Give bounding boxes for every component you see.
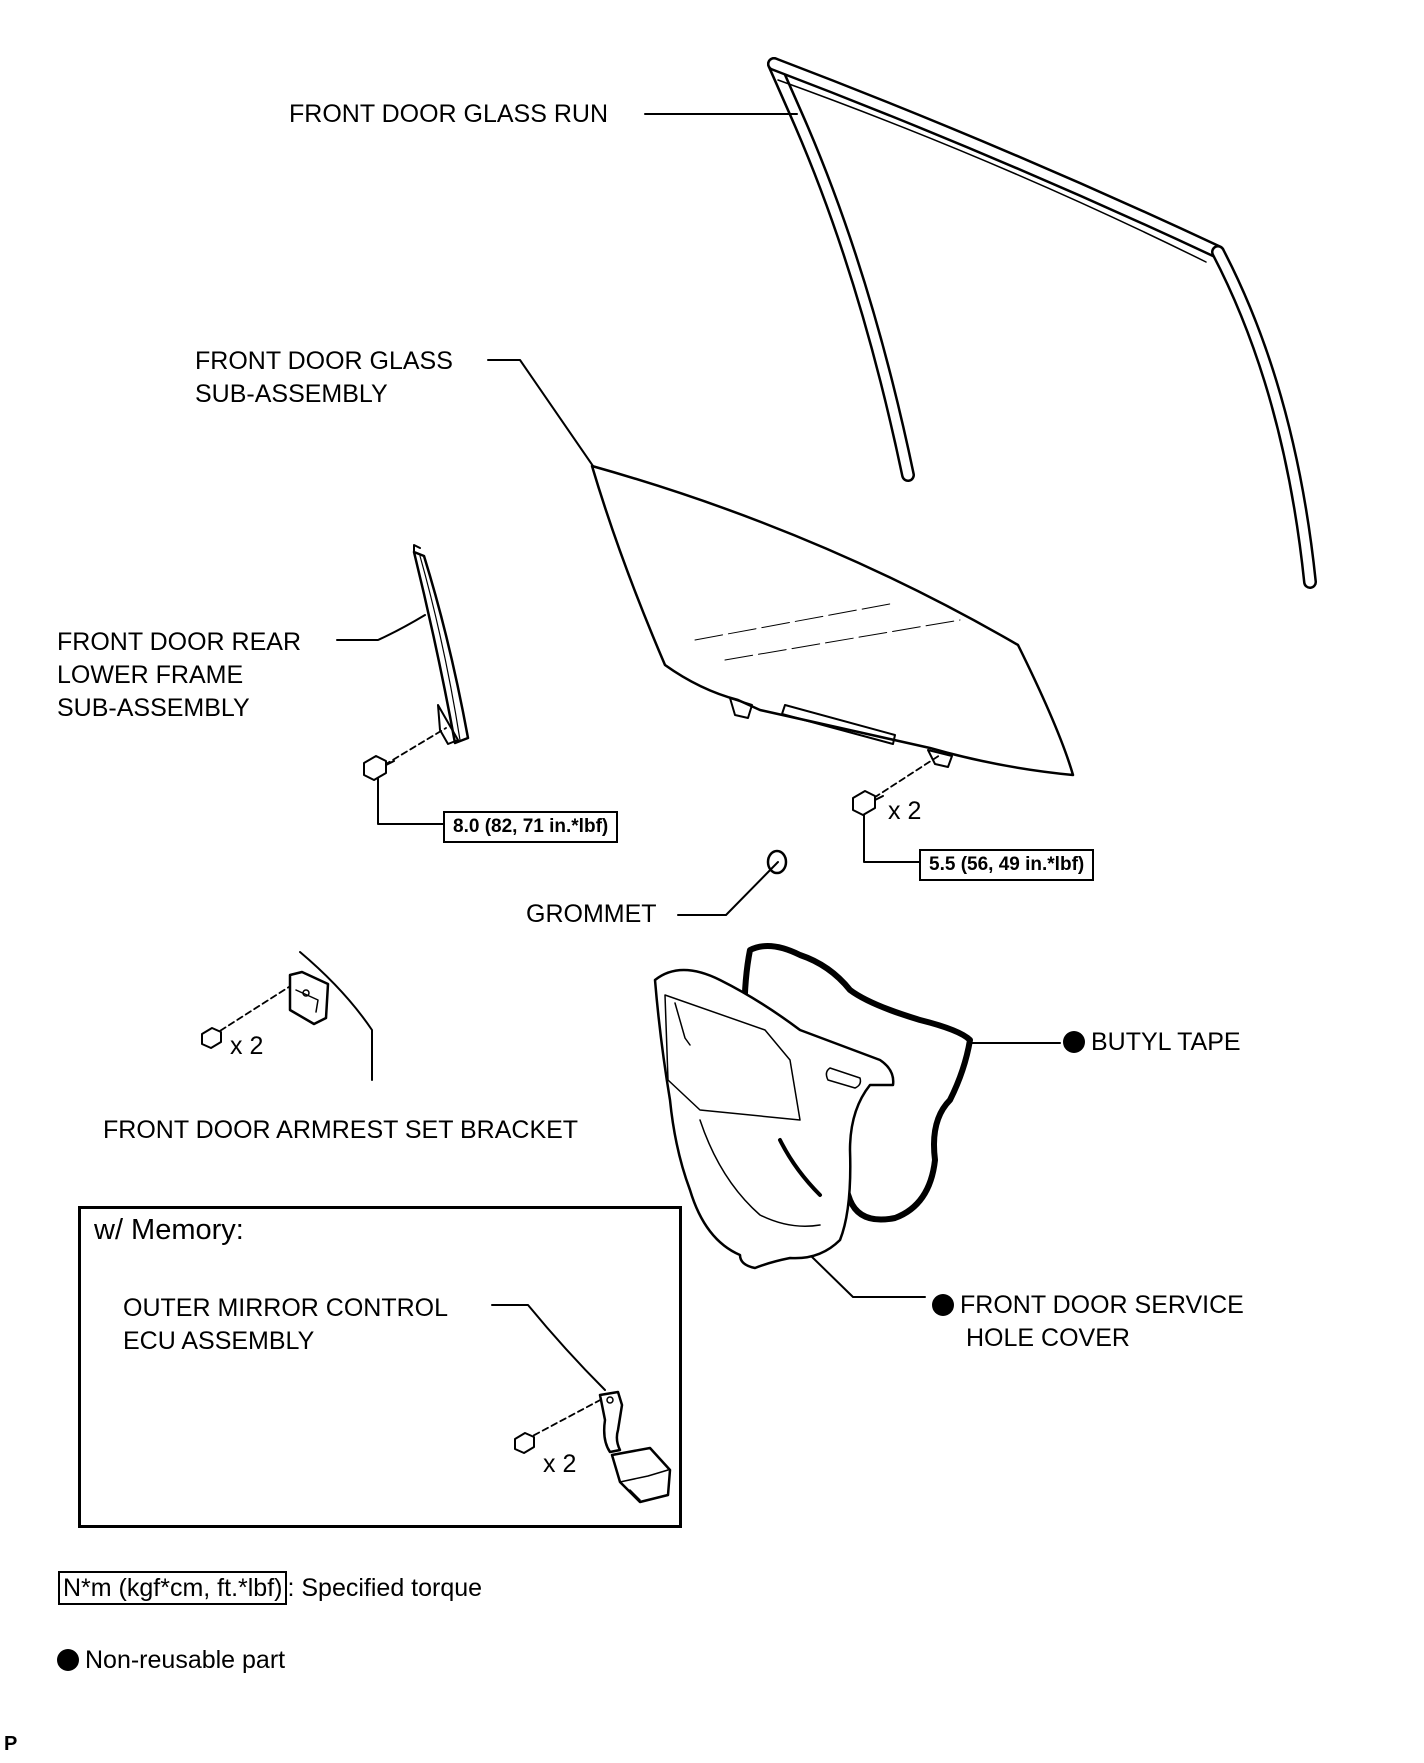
label-service-hole-cover-line2: HOLE COVER <box>966 1324 1130 1352</box>
grommet-part <box>766 849 788 875</box>
label-glass-run: FRONT DOOR GLASS RUN <box>289 100 609 128</box>
label-butyl-tape-text: BUTYL TAPE <box>1091 1028 1241 1056</box>
label-mirror-ecu-line1: OUTER MIRROR CONTROL <box>123 1294 448 1322</box>
label-service-hole-cover: FRONT DOOR SERVICE HOLE COVER <box>932 1289 1244 1355</box>
label-rear-lower-frame: FRONT DOOR REAR LOWER FRAME SUB-ASSEMBLY <box>57 626 301 725</box>
bolt-glass <box>852 790 884 816</box>
nonreusable-dot-icon <box>1063 1031 1085 1053</box>
qty-ecu-bolts: x 2 <box>543 1450 577 1478</box>
torque-glass: 5.5 (56, 49 in.*lbf) <box>919 849 1095 881</box>
leader-lines <box>299 113 1061 1391</box>
service-hole-cover-part <box>653 968 895 1270</box>
nonreusable-dot-icon <box>932 1294 954 1316</box>
bolt-bracket <box>201 1027 222 1049</box>
memory-box-title: w/ Memory: <box>94 1214 244 1246</box>
legend-nonreusable-text: Non-reusable part <box>85 1646 286 1674</box>
legend-nonreusable: Non-reusable part <box>57 1644 285 1677</box>
nonreusable-dot-icon <box>57 1649 79 1671</box>
label-mirror-ecu-line2: ECU ASSEMBLY <box>123 1327 315 1355</box>
label-service-hole-cover-text1: FRONT DOOR SERVICE <box>960 1291 1244 1319</box>
label-door-glass-line2: SUB-ASSEMBLY <box>195 380 388 408</box>
bolt-rear-frame <box>363 755 395 781</box>
label-grommet: GROMMET <box>526 900 657 928</box>
label-service-hole-cover-line1: FRONT DOOR SERVICE <box>932 1289 1244 1322</box>
label-rear-lower-frame-line1: FRONT DOOR REAR <box>57 628 301 656</box>
memory-option-box <box>78 1206 682 1528</box>
label-armrest-bracket: FRONT DOOR ARMREST SET BRACKET <box>103 1116 579 1144</box>
label-rear-lower-frame-line3: SUB-ASSEMBLY <box>57 694 250 722</box>
legend-torque-unit: N*m (kgf*cm, ft.*lbf) <box>58 1571 288 1605</box>
torque-rear-frame: 8.0 (82, 71 in.*lbf) <box>443 811 619 843</box>
label-butyl-tape: BUTYL TAPE <box>1063 1026 1241 1059</box>
rear-lower-frame-part <box>412 544 470 745</box>
corner-mark: P <box>4 1733 18 1755</box>
dashed-bolt-paths <box>211 727 941 1441</box>
mirror-ecu-part <box>598 1390 672 1504</box>
legend-torque-text: : Specified torque <box>287 1574 483 1602</box>
legend-torque: N*m (kgf*cm, ft.*lbf): Specified torque <box>58 1571 482 1605</box>
door-glass-part <box>590 464 1075 777</box>
label-rear-lower-frame-line2: LOWER FRAME <box>57 661 244 689</box>
glass-run-part <box>767 57 1317 589</box>
bolt-ecu <box>514 1432 535 1454</box>
qty-bracket-bolts: x 2 <box>230 1032 264 1060</box>
label-door-glass-line1: FRONT DOOR GLASS <box>195 347 453 375</box>
qty-glass-bolts: x 2 <box>888 797 922 825</box>
label-mirror-ecu: OUTER MIRROR CONTROL ECU ASSEMBLY <box>123 1292 448 1358</box>
armrest-bracket-part <box>288 970 330 1026</box>
label-door-glass: FRONT DOOR GLASS SUB-ASSEMBLY <box>195 345 453 411</box>
